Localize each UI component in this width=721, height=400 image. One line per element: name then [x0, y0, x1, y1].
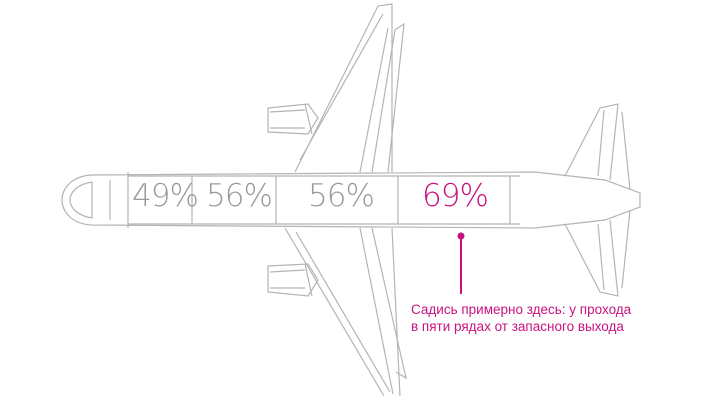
- upper-wing: [294, 3, 393, 173]
- section-1-percent: 49%: [132, 178, 199, 214]
- fuselage: [61, 171, 641, 229]
- pointer-dot: [457, 232, 465, 240]
- note-line-1: Садись примерно здесь: у прохода: [411, 302, 632, 317]
- section-4-percent: 69%: [422, 178, 489, 214]
- lower-wing-flaps: [295, 227, 407, 395]
- cabin: [127, 172, 511, 228]
- upper-engine: [267, 103, 319, 135]
- section-3-percent: 56%: [308, 178, 375, 214]
- section-2-percent: 56%: [206, 178, 273, 214]
- note-line-2: в пяти рядах от запасного выхода: [411, 319, 624, 334]
- lower-wing: [284, 227, 401, 397]
- cockpit: [69, 181, 93, 219]
- upper-wing-flaps: [299, 13, 405, 173]
- tail-fin-lower: [564, 219, 619, 297]
- tail-fin-upper: [564, 103, 619, 181]
- seat-advice-note: Садись примерно здесь: у прохода в пяти …: [411, 301, 691, 335]
- lower-engine: [267, 263, 319, 297]
